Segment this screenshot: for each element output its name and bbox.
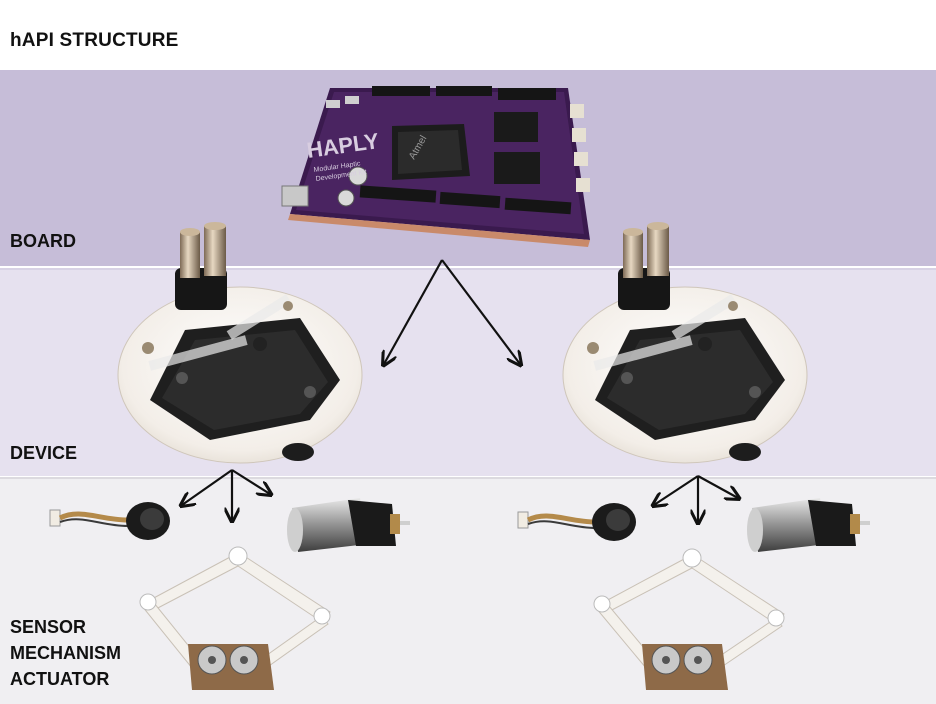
dc-motor-icon: [287, 498, 410, 552]
haptic-device-icon: [118, 222, 362, 463]
pcb-board-icon: HAPLY Modular Haptic Development Kit Atm…: [282, 86, 590, 247]
encoder-sensor-icon: [518, 503, 636, 541]
dc-motor-icon: [747, 498, 870, 552]
board-to-device-arrows: [384, 260, 520, 364]
device-to-parts-arrows-left: [182, 470, 270, 520]
encoder-sensor-icon: [50, 502, 170, 540]
linkage-mechanism-icon: [594, 549, 784, 690]
haptic-device-icon: [563, 222, 807, 463]
linkage-mechanism-icon: [140, 547, 330, 690]
device-to-parts-arrows-right: [654, 476, 738, 522]
